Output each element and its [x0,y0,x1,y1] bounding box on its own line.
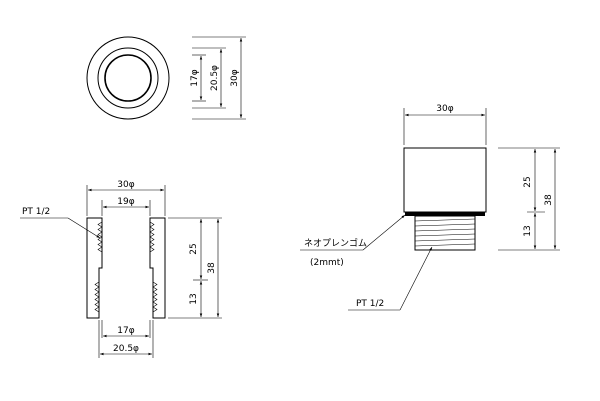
dim-text-25: 25 [523,176,533,187]
right-lower-thread [152,281,158,313]
dim-text-38: 38 [544,194,554,206]
dim-text-20-5: 20.5φ [113,344,139,354]
left-upper-thread [97,221,103,253]
dim-text-19: 19φ [117,197,134,207]
right-upper-thread [149,221,155,253]
body [403,147,487,213]
side-view: 30φ ネオプレンゴム (2mmt) PT 1/2 25 [300,104,560,311]
dim-text-30: 30φ [230,69,240,86]
thread-callout: PT 1/2 [356,299,384,309]
dim-text-13: 13 [523,225,533,236]
thread-lines [414,218,476,247]
outer-circle [86,36,170,120]
left-lower-thread [94,281,100,313]
middle-circle [97,47,159,109]
rubber-gasket [405,212,485,216]
thread-stub [414,215,476,251]
top-view: 17φ 20.5φ 30φ [86,36,246,120]
dim-text-30: 30φ [436,104,453,114]
dim-text-25: 25 [189,243,199,254]
section-view: PT 1/2 30φ 19φ 17φ 20.5φ 25 13 38 [20,180,222,358]
dim-text-38: 38 [207,262,217,274]
dim-text-13: 13 [189,293,199,304]
left-wall [86,217,103,319]
dim-text-20-5: 20.5φ [210,65,220,91]
inner-circle [104,54,152,102]
dim-text-17: 17φ [117,326,134,336]
dim-text-17: 17φ [190,69,200,86]
rubber-callout-note: (2mmt) [310,258,344,268]
pt-callout: PT 1/2 [22,207,50,217]
dim-text-30: 30φ [117,180,134,190]
right-wall [149,217,166,319]
rubber-callout: ネオプレンゴム [304,237,367,249]
